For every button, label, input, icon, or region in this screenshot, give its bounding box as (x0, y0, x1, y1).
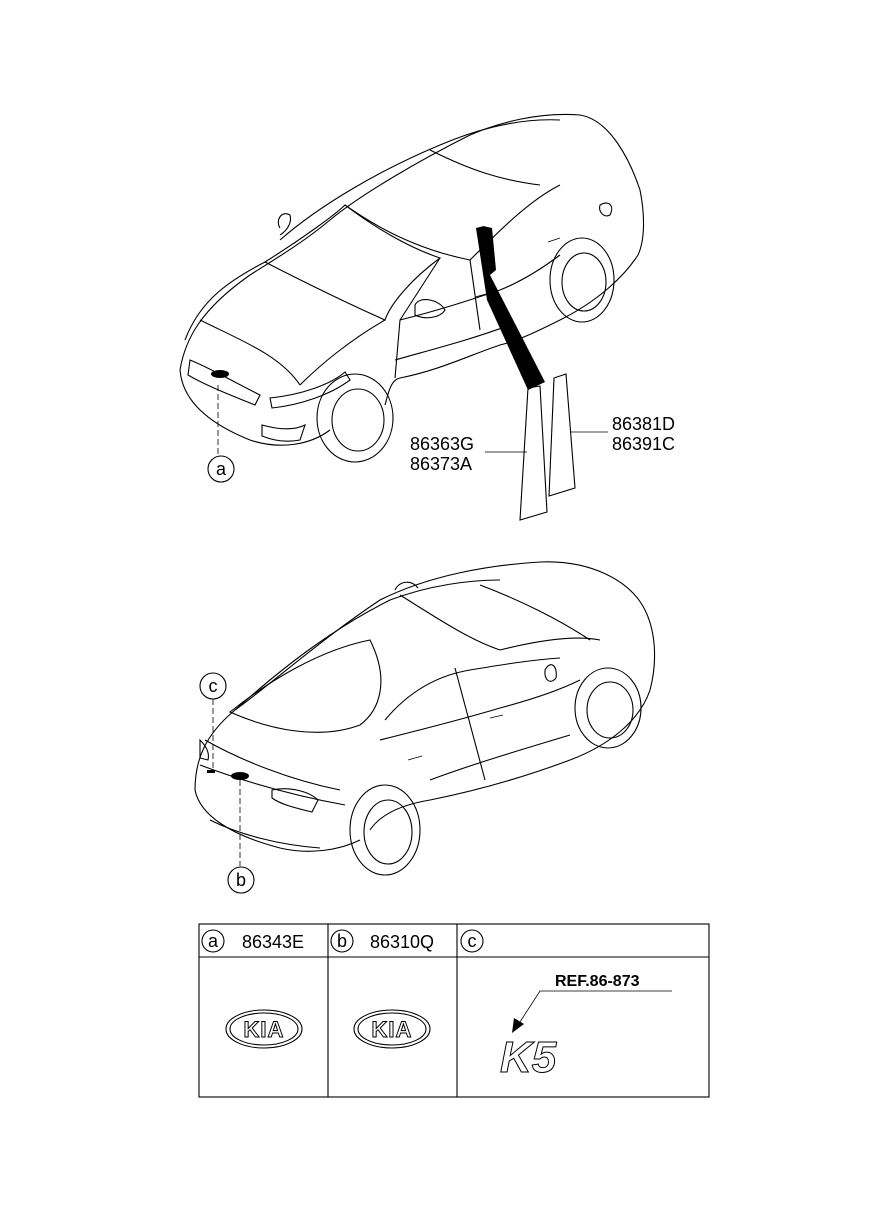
part-label-86363G: 86363G (410, 434, 474, 454)
table-part-86310Q: 86310Q (370, 932, 434, 952)
table-header-a-letter: a (208, 931, 219, 951)
reference-arrowhead (512, 1018, 524, 1033)
callout-b-circle (227, 866, 255, 894)
table-header-c-letter: c (468, 931, 477, 951)
table-part-86343E: 86343E (242, 932, 304, 952)
callout-a-circle (207, 455, 235, 483)
callout-c-letter: c (209, 676, 218, 696)
k5-badge: K5 (500, 1033, 557, 1082)
reference-label: REF.86-873 (555, 973, 640, 990)
pillar-trim-parts (485, 373, 608, 521)
kia-emblem-a: KIA (225, 1009, 303, 1049)
table-header-a-circle (201, 929, 225, 953)
kia-emblem-b-text: KIA (372, 1017, 413, 1042)
rear-car-illustration (194, 561, 656, 876)
part-label-86391C: 86391C (612, 434, 675, 454)
table-header-c-circle (460, 929, 484, 953)
callout-a-letter: a (216, 459, 227, 479)
part-label-86381D: 86381D (612, 414, 675, 434)
callout-b-letter: b (236, 870, 246, 890)
reference-leader (517, 990, 672, 1026)
part-label-86373A: 86373A (410, 454, 472, 474)
parts-table (198, 923, 710, 1098)
kia-emblem-b: KIA (353, 1009, 431, 1049)
table-header-b-letter: b (337, 931, 347, 951)
front-car-illustration (179, 113, 645, 463)
kia-emblem-a-text: KIA (244, 1017, 285, 1042)
table-header-b-circle (330, 929, 354, 953)
